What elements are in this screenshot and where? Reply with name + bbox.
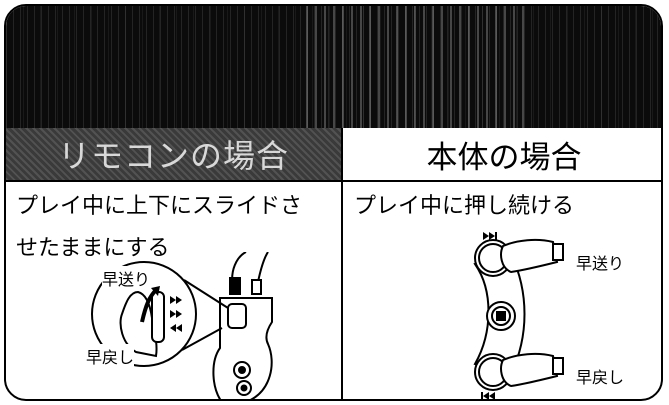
header-divider <box>6 180 661 182</box>
remote-button-2 <box>236 380 252 396</box>
finger-top <box>500 238 559 274</box>
body-unit-illustration <box>473 232 564 399</box>
remote-instruction-line2: せたままにする <box>16 236 170 261</box>
ff-symbol <box>483 232 497 240</box>
remote-label-ff: 早送り <box>102 266 151 290</box>
remote-illustration <box>91 252 273 399</box>
body-unit-instruction: プレイ中に押し続ける <box>354 194 575 219</box>
remote-button-1 <box>233 361 251 379</box>
rw-symbol <box>481 392 495 399</box>
plug-right <box>251 279 262 295</box>
rw-mark <box>170 324 182 332</box>
plug-left <box>229 277 241 295</box>
column-divider <box>341 128 343 399</box>
banner-pattern <box>306 6 526 128</box>
play-mark <box>170 310 182 318</box>
zoom-line-bottom <box>181 327 223 351</box>
remote-header: リモコンの場合 <box>6 128 341 180</box>
ff-mark <box>170 296 182 304</box>
body-unit-header: 本体の場合 <box>343 128 661 180</box>
remote-label-rw: 早戻し <box>86 344 135 368</box>
body-label-ff: 早送り <box>576 250 625 274</box>
instruction-card: リモコンの場合 本体の場合 プレイ中に上下にスライドさ せたままにする プレイ中… <box>4 4 663 401</box>
zoom-line-top <box>183 279 229 309</box>
zoom-slider <box>151 291 165 343</box>
body-label-rw: 早戻し <box>576 364 625 388</box>
top-banner <box>6 6 661 128</box>
remote-instruction-line1: プレイ中に上下にスライドさ <box>16 194 303 219</box>
remote-header-text: リモコンの場合 <box>57 137 289 175</box>
stop-icon <box>496 311 506 321</box>
finger-bottom <box>500 352 559 388</box>
remote-slider <box>227 303 247 329</box>
